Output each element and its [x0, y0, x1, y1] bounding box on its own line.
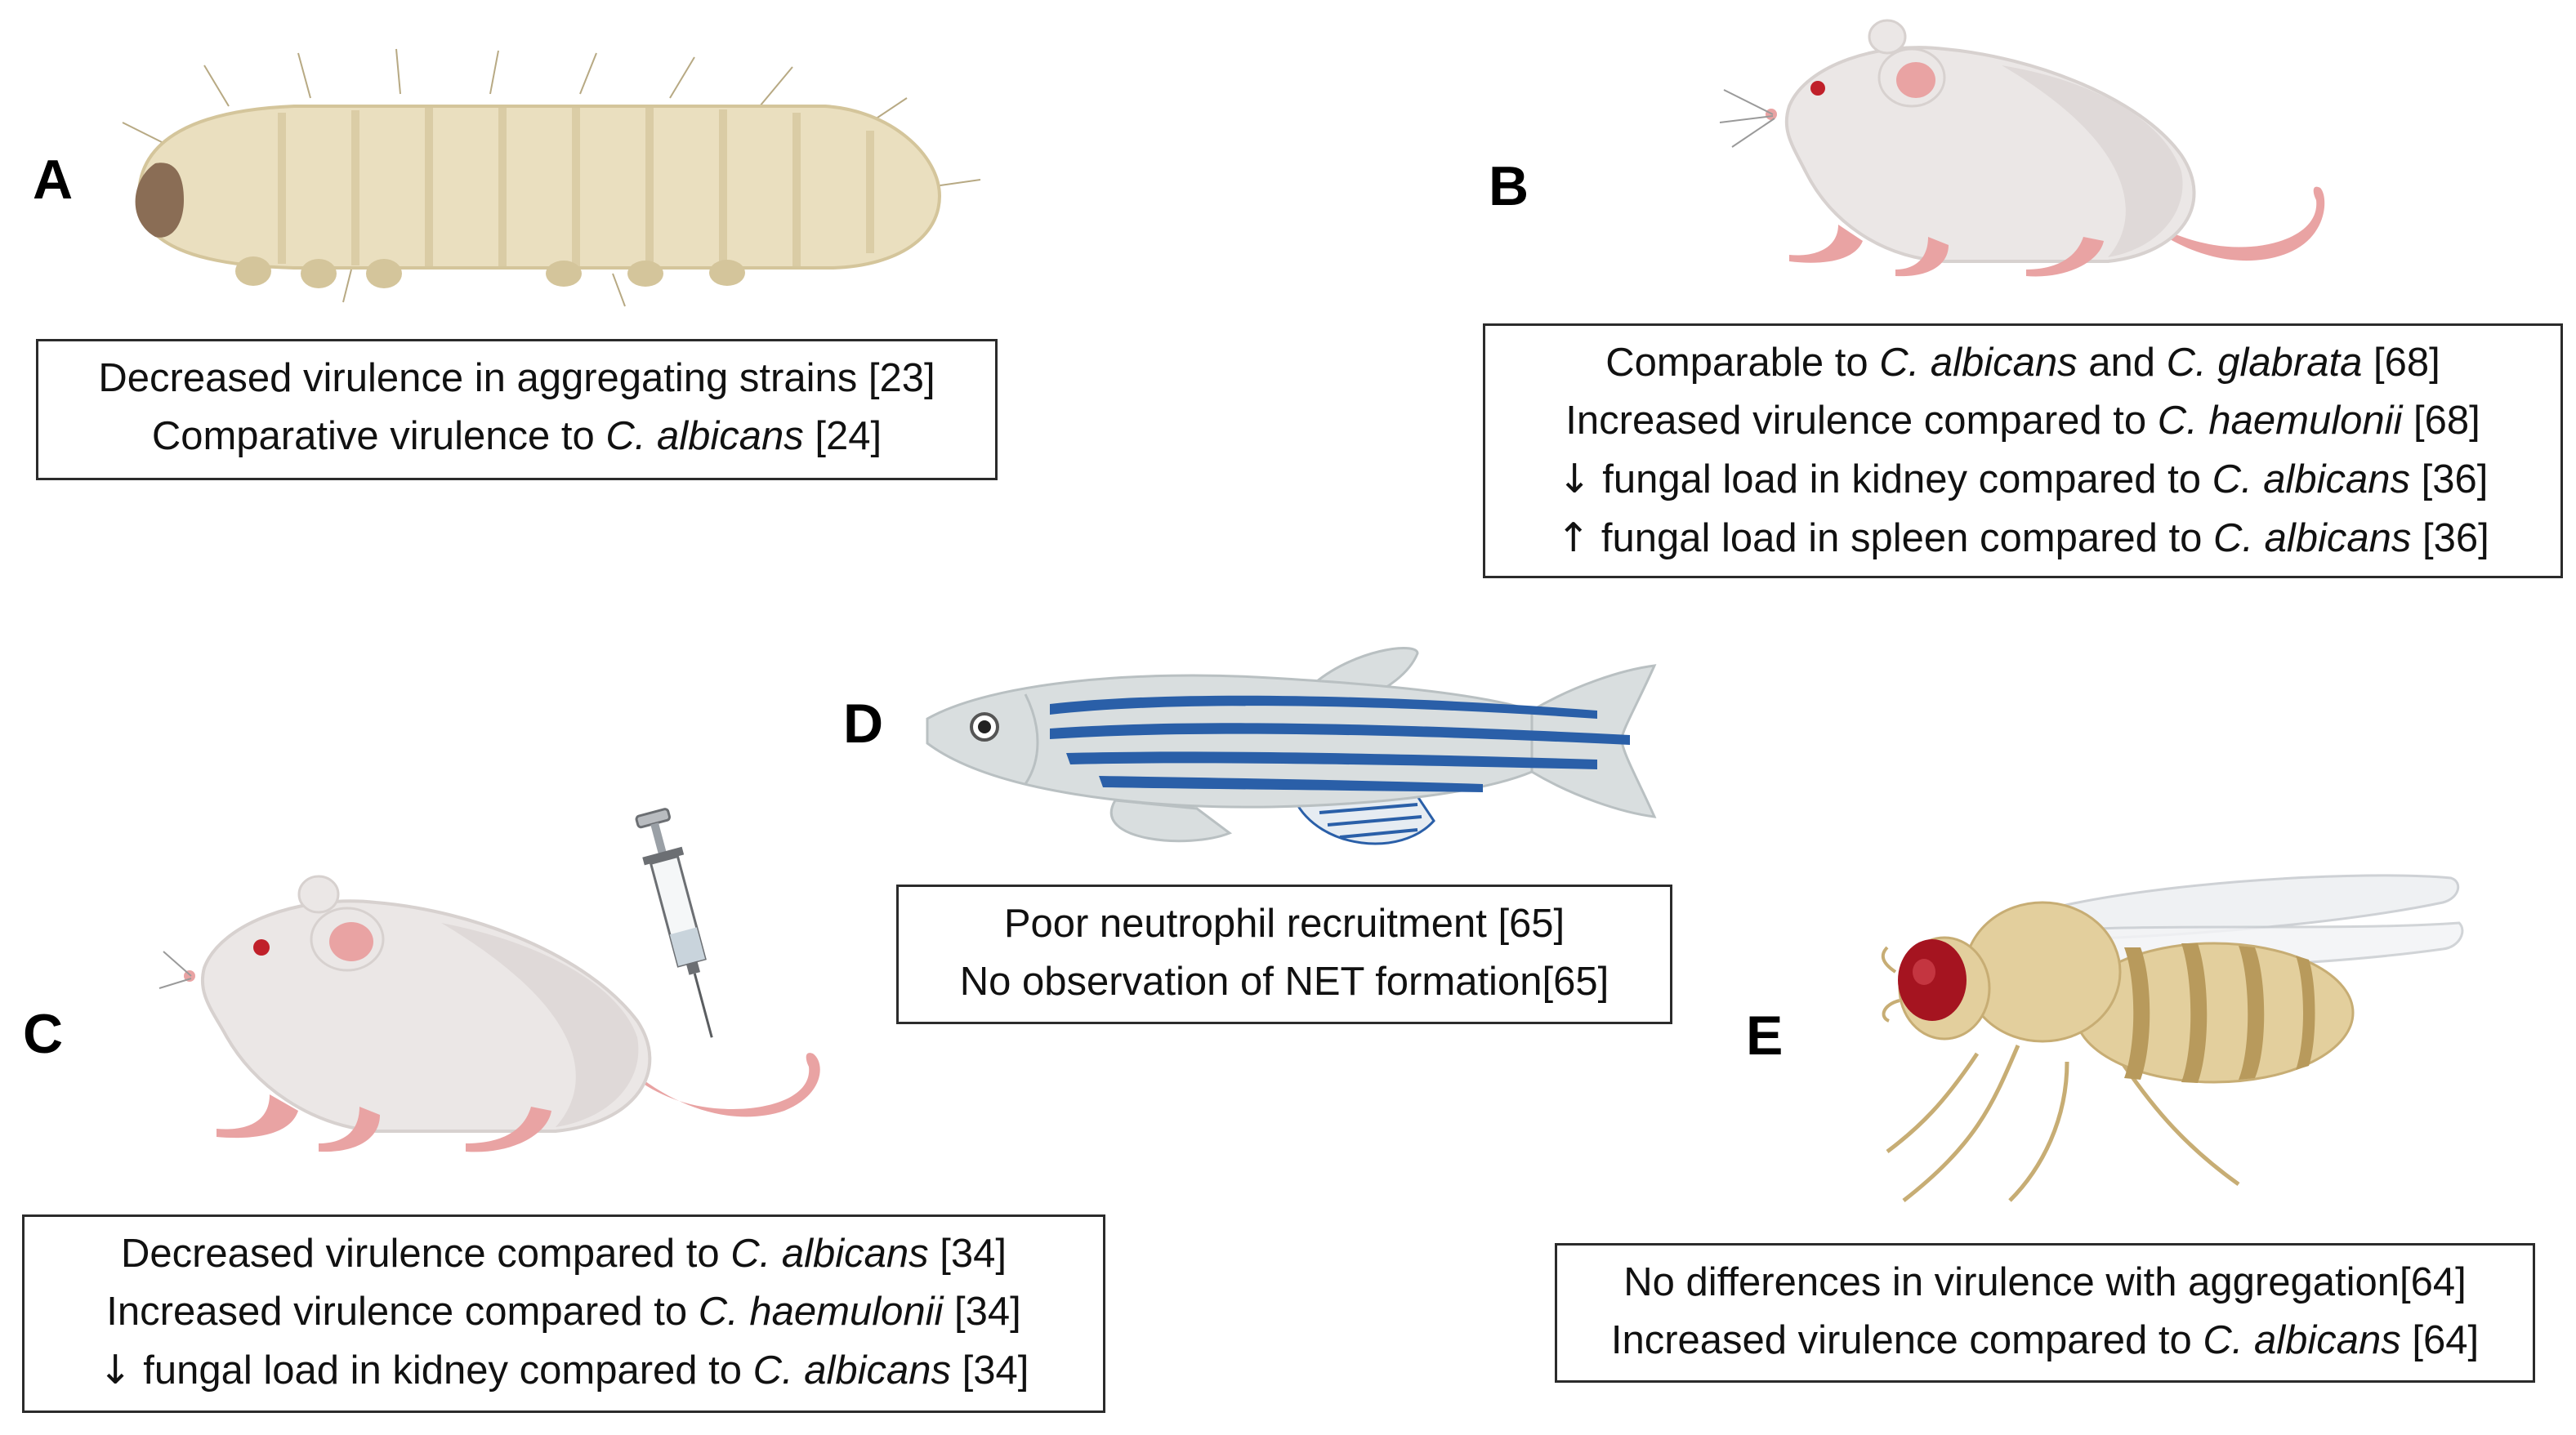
- species-name: C. glabrata: [2166, 341, 2363, 385]
- finding-line: Increased virulence compared to C. albic…: [1557, 1312, 2533, 1370]
- finding-text: Poor neutrophil recruitment [65]: [1003, 902, 1565, 946]
- syringe-icon: [635, 808, 713, 1038]
- direction-arrow: ↑: [1556, 515, 1591, 561]
- panel-label-a: A: [33, 149, 74, 211]
- finding-line: ↓ fungal load in kidney compared to C. a…: [25, 1341, 1103, 1400]
- species-name: C. albicans: [1879, 341, 2078, 385]
- finding-text: [34]: [928, 1232, 1007, 1276]
- fruit-fly-icon: [1881, 874, 2464, 1202]
- species-name: C. albicans: [2212, 457, 2411, 501]
- finding-text: fungal load in kidney compared to: [132, 1348, 753, 1393]
- species-name: C. haemulonii: [2157, 399, 2403, 443]
- finding-text: Increased virulence compared to: [1565, 399, 2158, 443]
- finding-text: [64]: [2400, 1318, 2480, 1362]
- mouse-icon: [1719, 19, 2325, 277]
- panel-b-findings-box: Comparable to C. albicans and C. glabrat…: [1483, 323, 2563, 578]
- finding-text: Increased virulence compared to: [106, 1290, 699, 1334]
- species-name: C. albicans: [2203, 1318, 2401, 1362]
- finding-line: ↓ fungal load in kidney compared to C. a…: [1485, 450, 2560, 509]
- finding-text: Comparative virulence to: [151, 414, 606, 458]
- finding-line: Decreased virulence compared to C. albic…: [25, 1225, 1103, 1283]
- finding-text: [34]: [943, 1290, 1021, 1334]
- injected-mouse-icon: [158, 875, 820, 1152]
- finding-line: Poor neutrophil recruitment [65]: [899, 895, 1670, 953]
- panel-a-findings-box: Decreased virulence in aggregating strai…: [36, 339, 998, 480]
- finding-line: No differences in virulence with aggrega…: [1557, 1254, 2533, 1312]
- finding-text: fungal load in kidney compared to: [1591, 457, 2212, 501]
- finding-text: No observation of NET formation[65]: [959, 960, 1609, 1004]
- species-name: C. albicans: [605, 414, 804, 458]
- direction-arrow: ↓: [98, 1347, 132, 1393]
- finding-text: fungal load in spleen compared to: [1590, 516, 2214, 560]
- finding-text: Decreased virulence in aggregating strai…: [98, 356, 935, 400]
- panel-label-e: E: [1746, 1005, 1784, 1067]
- finding-text: [34]: [951, 1348, 1029, 1393]
- species-name: C. albicans: [2213, 516, 2412, 560]
- finding-line: No observation of NET formation[65]: [899, 953, 1670, 1011]
- panel-d-findings-box: Poor neutrophil recruitment [65] No obser…: [896, 885, 1672, 1024]
- finding-text: Decreased virulence compared to: [120, 1232, 731, 1276]
- finding-line: ↑ fungal load in spleen compared to C. a…: [1485, 509, 2560, 568]
- finding-text: Comparable to: [1605, 341, 1880, 385]
- finding-line: Comparative virulence to C. albicans [24…: [38, 408, 995, 466]
- finding-text: No differences in virulence with aggrega…: [1623, 1260, 2467, 1304]
- panel-label-c: C: [23, 1003, 64, 1065]
- species-name: C. albicans: [730, 1232, 929, 1276]
- panel-label-b: B: [1489, 155, 1529, 217]
- finding-text: and: [2077, 341, 2167, 385]
- finding-line: Increased virulence compared to C. haemu…: [25, 1283, 1103, 1341]
- species-name: C. albicans: [752, 1348, 952, 1393]
- panel-c-findings-box: Decreased virulence compared to C. albic…: [22, 1214, 1105, 1413]
- waxworm-larva-icon: [122, 48, 981, 307]
- finding-text: [36]: [2411, 516, 2489, 560]
- finding-line: Decreased virulence in aggregating strai…: [38, 350, 995, 408]
- panel-label-d: D: [843, 693, 884, 755]
- finding-text: [68]: [2402, 399, 2480, 443]
- species-name: C. haemulonii: [698, 1290, 944, 1334]
- finding-text: [68]: [2362, 341, 2440, 385]
- direction-arrow: ↓: [1557, 456, 1592, 502]
- finding-text: [24]: [803, 414, 882, 458]
- finding-text: Increased virulence compared to: [1610, 1318, 2203, 1362]
- finding-line: Comparable to C. albicans and C. glabrat…: [1485, 334, 2560, 392]
- zebrafish-icon: [926, 647, 1657, 845]
- panel-e-findings-box: No differences in virulence with aggrega…: [1555, 1243, 2535, 1383]
- finding-line: Increased virulence compared to C. haemu…: [1485, 392, 2560, 450]
- finding-text: [36]: [2410, 457, 2489, 501]
